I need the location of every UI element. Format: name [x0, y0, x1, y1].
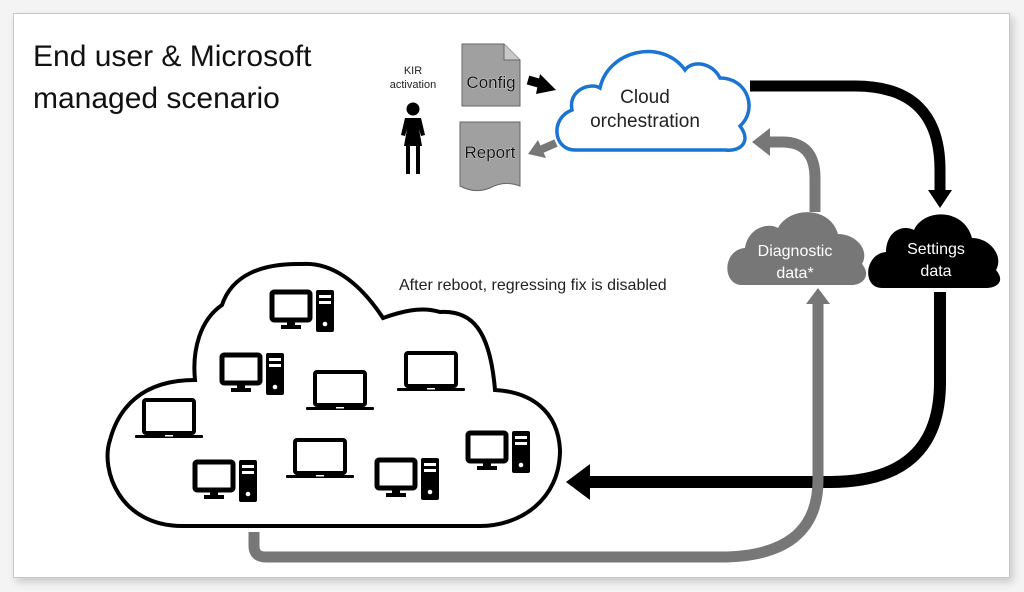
- arrow-devices-to-diagnostic: [248, 288, 830, 563]
- arrow-cloud-to-report: [528, 139, 558, 158]
- arrow-diagnostic-to-orchestration: [752, 128, 821, 212]
- cloud-diagnostic-data: Diagnostic data*: [727, 212, 867, 285]
- cloud-orchestration-line-1: Cloud: [620, 87, 670, 108]
- cloud-settings-line-1: Settings: [907, 241, 965, 258]
- note-text: After reboot, regressing fix is disabled: [399, 277, 667, 294]
- cloud-diagnostic-line-1: Diagnostic: [758, 243, 833, 260]
- config-document: Config: [461, 43, 521, 107]
- title-line-2: managed scenario: [33, 82, 280, 115]
- arrow-settings-to-devices: [566, 292, 946, 500]
- cloud-diagnostic-line-2: data*: [776, 265, 813, 282]
- arrow-config-to-cloud: [526, 74, 556, 94]
- title-line-1: End user & Microsoft: [33, 40, 312, 73]
- cloud-orchestration: Cloud orchestration: [555, 49, 751, 152]
- report-label: Report: [464, 143, 515, 162]
- person-female-icon: [401, 102, 425, 174]
- cloud-orchestration-line-2: orchestration: [590, 111, 700, 132]
- actor-label-line-1: KIR: [404, 65, 422, 77]
- config-label: Config: [466, 73, 515, 92]
- cloud-settings-line-2: data: [920, 263, 951, 280]
- report-document: Report: [459, 121, 521, 192]
- cloud-settings-data: Settings data: [868, 214, 1001, 288]
- actor-label-line-2: activation: [390, 79, 436, 91]
- arrow-orchestration-to-settings: [750, 80, 952, 208]
